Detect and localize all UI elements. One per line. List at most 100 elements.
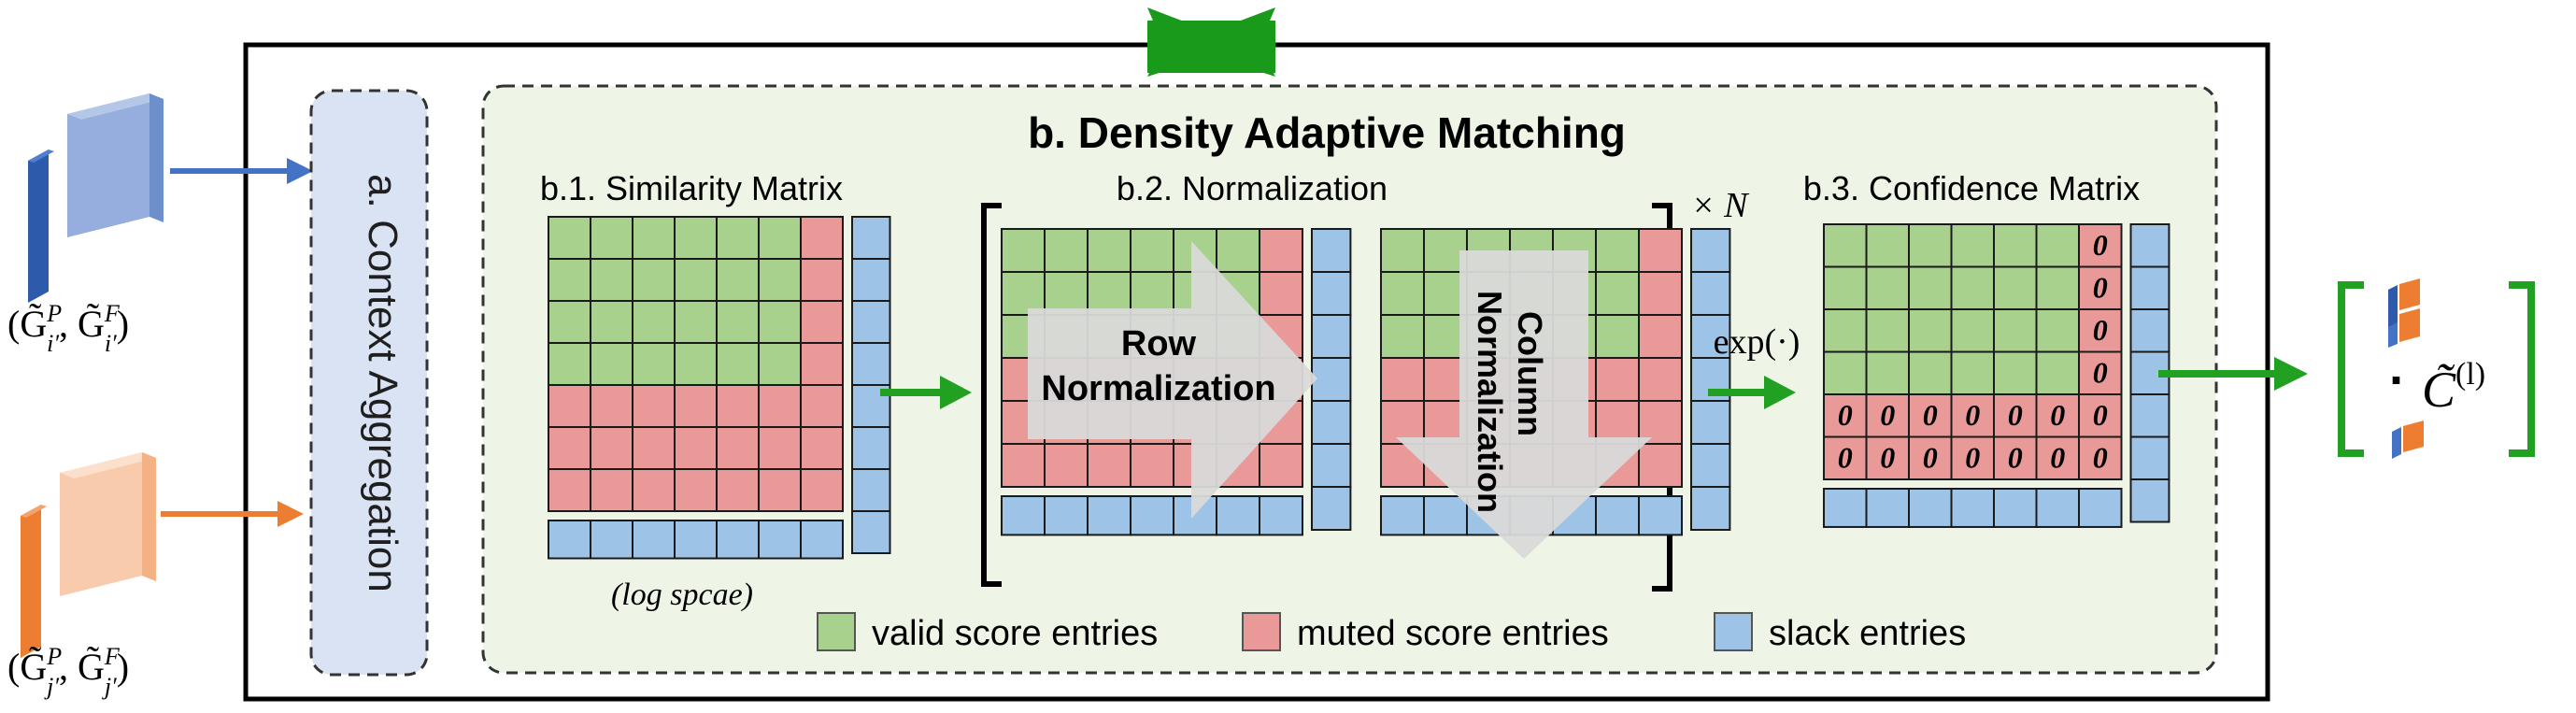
slack-cell: [1690, 228, 1731, 273]
exp-label: exp(·): [1714, 322, 1800, 362]
valid-cell: [1865, 265, 1910, 310]
similarity-matrix: [548, 216, 891, 560]
muted-cell: [1595, 400, 1640, 445]
zero-entry: 0: [1965, 440, 1980, 474]
slack-cell: [851, 468, 891, 512]
muted-cell: [632, 384, 676, 428]
zero-entry: 0: [2093, 355, 2108, 389]
slack-cell: [2129, 265, 2170, 310]
slack-cell: [1690, 443, 1731, 488]
slack-cell: [851, 300, 891, 344]
valid-cell: [1130, 228, 1174, 273]
input-bottom-arrowhead: [278, 501, 304, 527]
zero-entry: 0: [2050, 398, 2065, 432]
valid-cell: [674, 300, 718, 344]
valid-cell: [1908, 350, 1953, 395]
slack-cell: [851, 342, 891, 386]
muted-cell: [590, 468, 633, 512]
similarity-title: b.1. Similarity Matrix: [540, 169, 843, 207]
muted-cell: [1908, 435, 1953, 480]
output-mini-block-bottom: [2392, 421, 2424, 459]
valid-cell: [1823, 308, 1868, 353]
output-dot: ·: [2389, 352, 2406, 408]
valid-cell: [2035, 265, 2080, 310]
muted-cell: [1638, 400, 1683, 445]
valid-cell: [758, 216, 802, 260]
muted-cell: [716, 426, 760, 470]
muted-cell: [716, 468, 760, 512]
zero-entry: 0: [1923, 440, 1938, 474]
valid-cell: [1993, 265, 2038, 310]
valid-cell: [1950, 265, 1995, 310]
column-normalization-label-1: Column: [1511, 311, 1549, 436]
valid-cell: [548, 300, 591, 344]
muted-cell: [716, 384, 760, 428]
zero-entry: 0: [1880, 440, 1895, 474]
muted-cell: [1001, 443, 1046, 488]
muted-cell: [758, 468, 802, 512]
confidence-title: b.3. Confidence Matrix: [1803, 169, 2140, 207]
muted-cell: [632, 468, 676, 512]
slack-cell: [1259, 495, 1303, 536]
slack-cell: [632, 520, 676, 560]
muted-cell: [1130, 443, 1174, 488]
valid-cell: [1908, 223, 1953, 268]
valid-cell: [674, 258, 718, 302]
valid-cell: [2035, 308, 2080, 353]
row-normalization-arrow: [1028, 241, 1317, 519]
slack-cell: [1690, 486, 1731, 531]
valid-cell: [1823, 265, 1868, 310]
muted-cell: [674, 384, 718, 428]
valid-cell: [1380, 314, 1425, 359]
valid-cell: [716, 216, 760, 260]
valid-cell: [2035, 223, 2080, 268]
slack-cell: [674, 520, 718, 560]
muted-cell: [1259, 228, 1303, 273]
similarity-caption: (log spcae): [611, 578, 753, 612]
slack-cell: [2129, 478, 2170, 523]
output-left-bracket: [2338, 281, 2364, 457]
row-normalization-label-2: Normalization: [1041, 369, 1275, 408]
slack-cell: [1823, 488, 1868, 528]
zero-entry: 0: [2050, 440, 2065, 474]
muted-cell: [1638, 357, 1683, 402]
arrow-to-output-head: [2274, 357, 2308, 391]
input-bottom-feature-block: [21, 452, 156, 658]
row-normalization-label-1: Row: [1121, 324, 1197, 364]
muted-cell: [1823, 435, 1868, 480]
zero-entry: 0: [1965, 398, 1980, 432]
valid-cell: [1823, 350, 1868, 395]
zero-entry: 0: [1838, 398, 1853, 432]
muted-cell: [1087, 443, 1131, 488]
valid-cell: [632, 342, 676, 386]
slack-cell: [851, 216, 891, 260]
slack-cell: [851, 426, 891, 470]
valid-cell: [1216, 228, 1260, 273]
legend-label-muted: muted score entries: [1297, 614, 1609, 653]
slack-cell: [1690, 314, 1731, 359]
slack-cell: [2035, 488, 2080, 528]
slack-cell: [1216, 495, 1260, 536]
slack-cell: [1001, 495, 1046, 536]
muted-cell: [2078, 308, 2123, 353]
slack-cell: [2078, 488, 2123, 528]
muted-cell: [1595, 357, 1640, 402]
output-label: C̃(l): [2422, 357, 2485, 418]
valid-cell: [1908, 308, 1953, 353]
valid-cell: [1865, 223, 1910, 268]
slack-cell: [1311, 228, 1352, 273]
valid-cell: [1993, 223, 2038, 268]
valid-cell: [1087, 271, 1131, 316]
slack-cell: [1087, 495, 1131, 536]
slack-cell: [851, 510, 891, 554]
bowtie-body: [1147, 21, 1275, 73]
muted-cell: [674, 426, 718, 470]
muted-cell: [1259, 443, 1303, 488]
muted-cell: [590, 426, 633, 470]
valid-cell: [758, 342, 802, 386]
slack-cell: [1638, 495, 1683, 536]
muted-cell: [2078, 435, 2123, 480]
muted-cell: [800, 300, 844, 344]
